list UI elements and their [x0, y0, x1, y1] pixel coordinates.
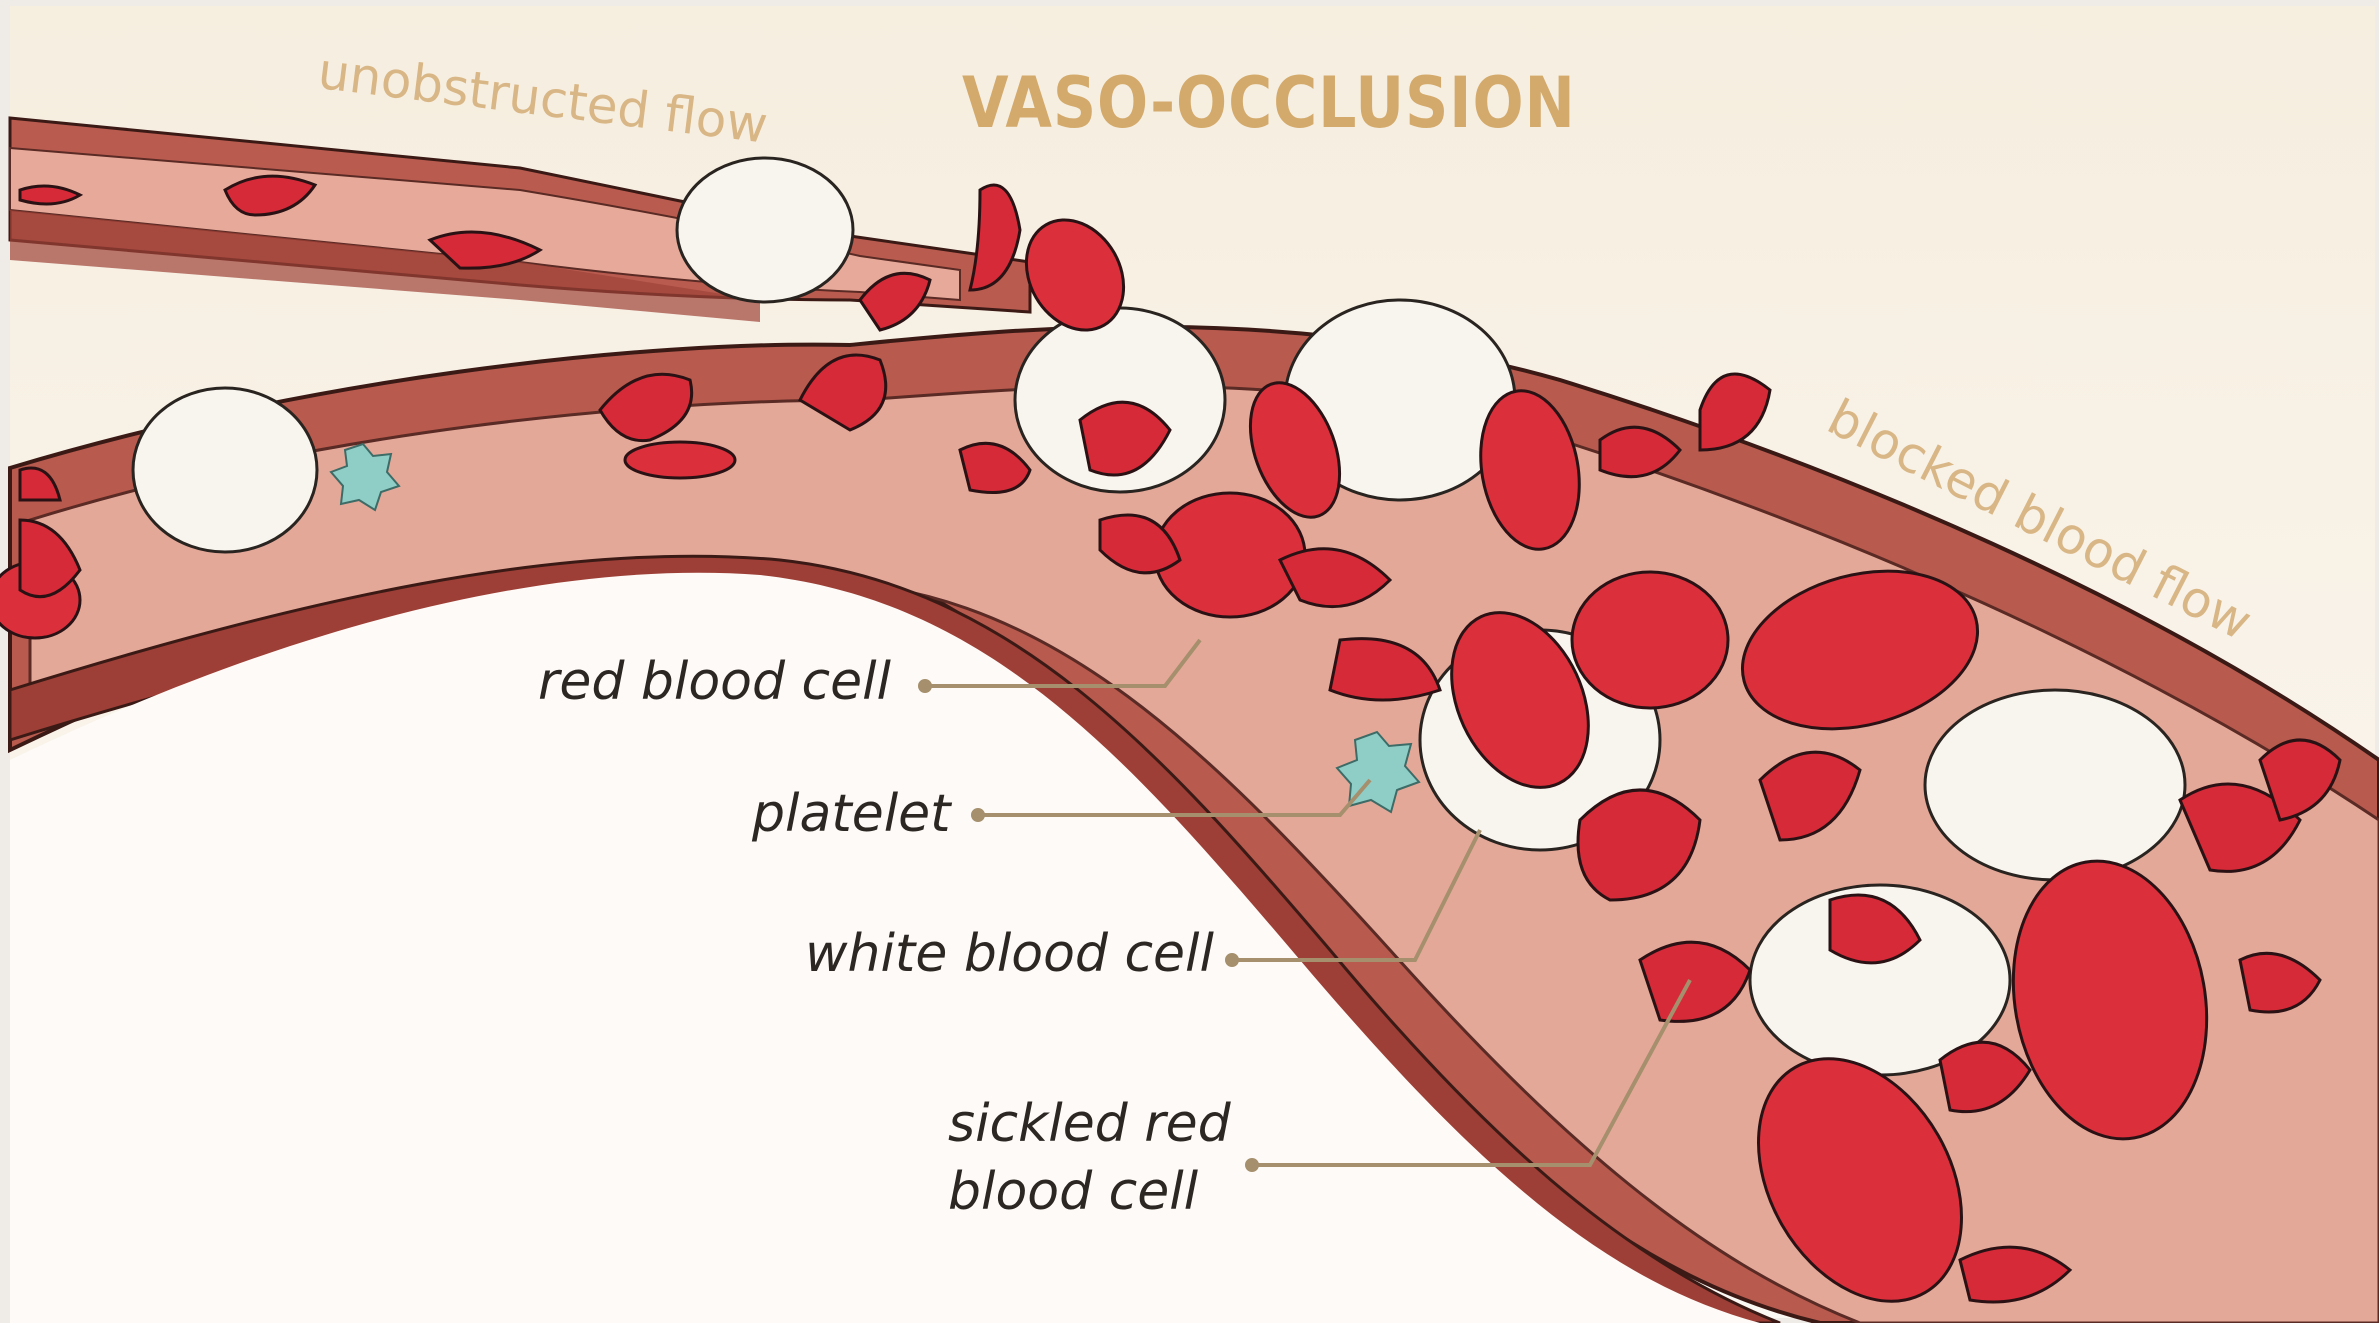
callout-sickled-line-1: sickled red: [948, 1090, 1231, 1158]
callout-sickled-red-blood-cell: sickled red blood cell: [948, 1090, 1231, 1226]
callout-red-blood-cell: red blood cell: [538, 648, 891, 716]
callout-white-blood-cell: white blood cell: [805, 920, 1214, 988]
callout-sickled-line-2: blood cell: [948, 1158, 1231, 1226]
diagram-title: VASO-OCCLUSION: [962, 62, 1576, 144]
callout-platelet: platelet: [752, 780, 951, 848]
